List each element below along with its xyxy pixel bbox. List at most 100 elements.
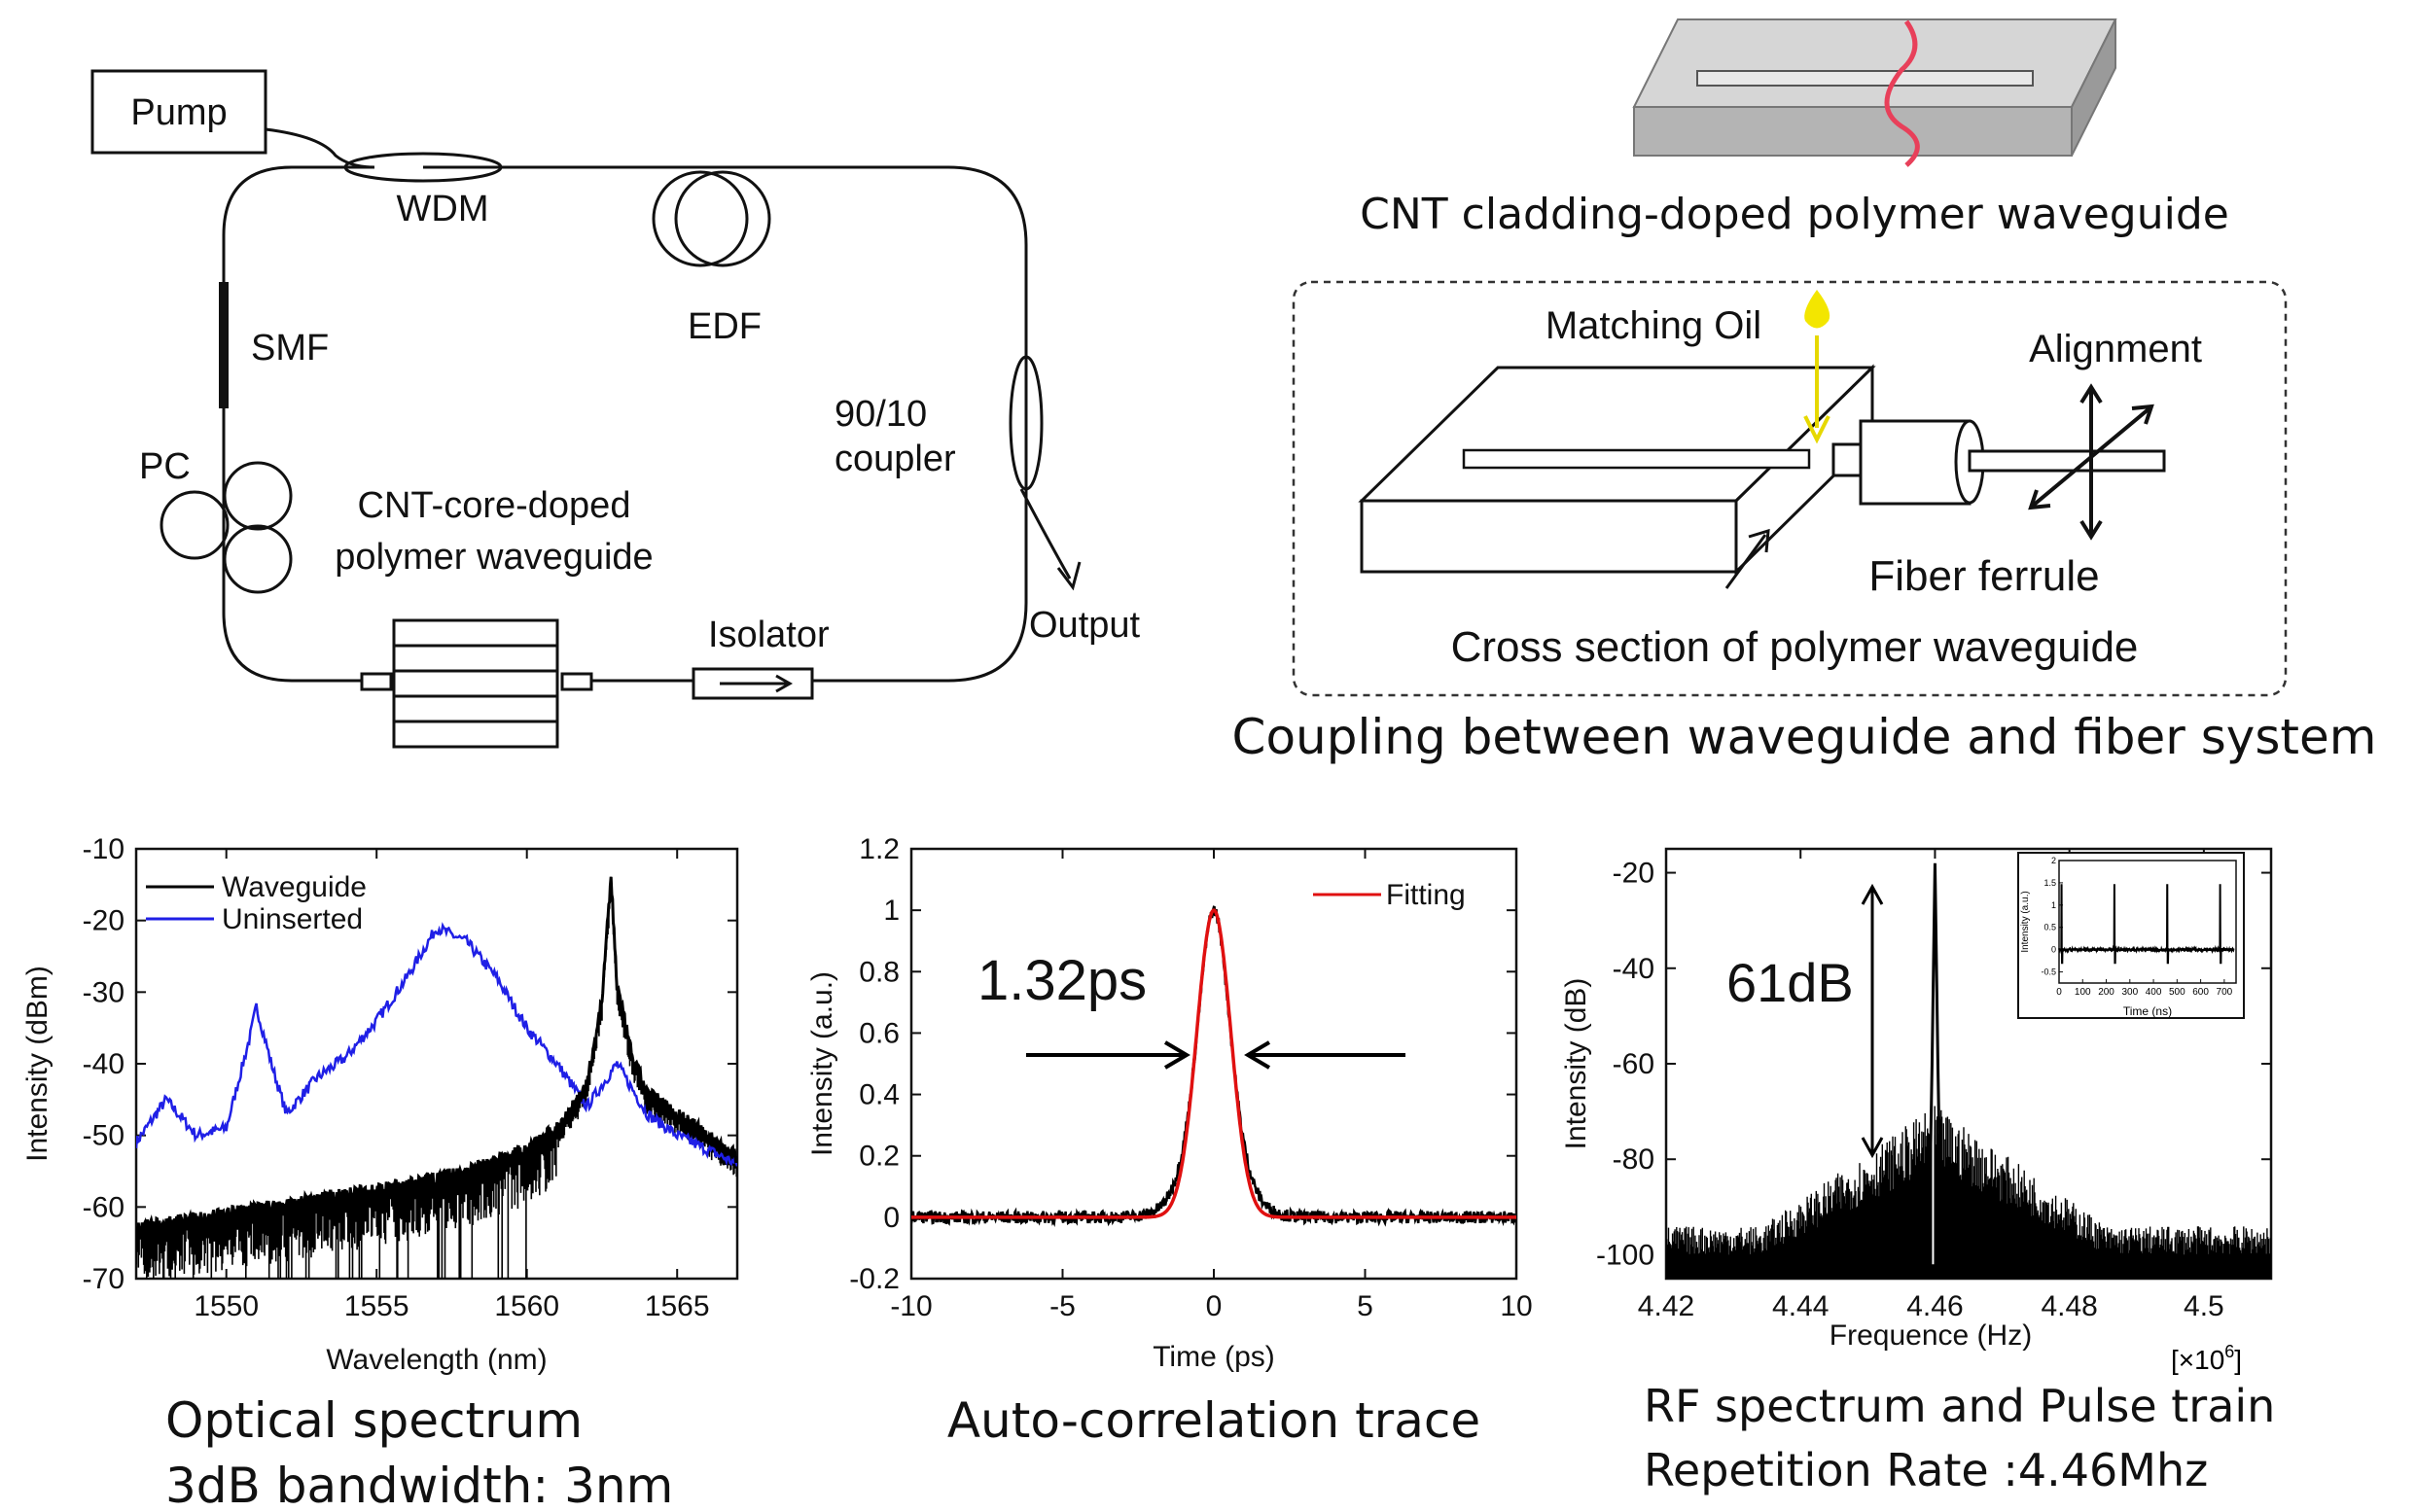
coupling-core-channel: [1462, 448, 1811, 470]
waveguide-label-line2: polymer waveguide: [335, 537, 653, 578]
legend-fitting: Fitting: [1386, 879, 1466, 911]
y-tick-label: 0.8: [859, 956, 900, 988]
x-tick-label: 5: [1357, 1290, 1373, 1322]
autocorrelation-caption: Auto-correlation trace: [947, 1392, 1480, 1449]
y-tick-label: -50: [83, 1120, 124, 1152]
coupling-labels: Matching Oil Alignment Fiber ferrule Cro…: [1451, 304, 2202, 671]
wdm-label: WDM: [397, 189, 489, 229]
legend: Waveguide Uninserted: [146, 871, 367, 935]
edf-coil-1: [652, 170, 749, 267]
y-axis-label: Intensity (dBm): [21, 966, 53, 1162]
waveguide-chip: [392, 618, 559, 749]
mode-profile-curve: [1884, 19, 1920, 167]
y-tick-label: -40: [1613, 953, 1654, 985]
x-tick-label: 4.42: [1638, 1290, 1694, 1322]
y-tick-label: -80: [1613, 1143, 1654, 1176]
inset-x-tick-label: 300: [2121, 987, 2138, 998]
x-tick-label: 10: [1500, 1290, 1532, 1322]
y-tick-label: 1.2: [859, 833, 900, 865]
x-tick-label: 4.46: [1906, 1290, 1963, 1322]
inset-x-tick-label: 500: [2169, 987, 2185, 998]
y-axis-label: Intensity (a.u.): [806, 971, 838, 1156]
laser-cavity-labels: Pump WDM EDF SMF PC 90/10 coupler Output…: [130, 92, 1140, 655]
fiber-ferrule-label: Fiber ferrule: [1868, 552, 2099, 600]
wdm-coupler: [343, 152, 503, 183]
x-tick-label: 1560: [494, 1290, 559, 1322]
rf-noise-floor: [1666, 1106, 2271, 1279]
dynamic-range-annotation: 61dB: [1726, 952, 1854, 1013]
output-coupler: [1009, 355, 1044, 491]
x-tick-label: 1555: [344, 1290, 409, 1322]
y-tick-label: 0: [883, 1202, 900, 1234]
x-tick-label: -10: [890, 1290, 932, 1322]
fiber-loop: [222, 165, 1028, 683]
output-lead: [1019, 488, 1072, 580]
x-multiplier-close: ]: [2234, 1345, 2242, 1375]
x-axis-label: Wavelength (nm): [326, 1344, 547, 1376]
x-tick-label: 1550: [194, 1290, 259, 1322]
pump-box: [90, 69, 267, 155]
coupling-caption: Coupling between waveguide and fiber sys…: [1232, 709, 2377, 765]
x-tick-label: 4.48: [2041, 1290, 2097, 1322]
fiber-rod: [1968, 449, 2166, 473]
pc-loop-2: [223, 461, 293, 531]
series-uninserted-line: [136, 922, 737, 1167]
inset-y-tick-label: 0.5: [2043, 923, 2056, 932]
optical-caption-line2: 3dB bandwidth: 3nm: [165, 1458, 673, 1512]
y-tick-label: 0.6: [859, 1017, 900, 1049]
coupler-label-line2: coupler: [835, 439, 956, 479]
y-tick-label: -60: [83, 1191, 124, 1223]
fwhm-annotation: 1.32ps: [977, 949, 1147, 1012]
series-fitting-line: [911, 908, 1516, 1219]
pump-lead: [265, 127, 375, 169]
y-tick-label: -60: [1613, 1048, 1654, 1080]
x-tick-label: -5: [1049, 1290, 1076, 1322]
inset-y-tick-label: -0.5: [2041, 967, 2056, 977]
output-label: Output: [1029, 605, 1141, 646]
legend: Fitting: [1313, 879, 1466, 911]
y-tick-label: 1: [883, 895, 900, 927]
waveguide-connector-left: [360, 672, 393, 691]
rf-caption-line1: RF spectrum and Pulse train: [1644, 1380, 2275, 1432]
pump-label: Pump: [130, 92, 227, 133]
isolator-label: Isolator: [708, 615, 830, 655]
x-tick-label: 0: [1206, 1290, 1223, 1322]
y-tick-label: -20: [1613, 858, 1654, 890]
inset-x-label: Time (ns): [2123, 1004, 2172, 1018]
fwhm-arrows: [1026, 1040, 1405, 1070]
y-tick-label: -0.2: [849, 1263, 900, 1295]
smf-label: SMF: [251, 328, 329, 369]
x-tick-label: 4.44: [1772, 1290, 1829, 1322]
y-tick-label: -20: [83, 905, 124, 937]
waveguide-label-line1: CNT-core-doped: [358, 485, 631, 526]
matching-oil-label: Matching Oil: [1546, 304, 1761, 347]
alignment-arrows-icon: [2028, 383, 2154, 541]
dynamic-range-arrow: [1861, 883, 1884, 1159]
inset-x-tick-label: 700: [2217, 987, 2233, 998]
oil-drop-icon: [1804, 290, 1830, 329]
output-arrowhead: [1056, 561, 1082, 591]
x-axis-label: Time (ps): [1153, 1341, 1275, 1373]
series-waveguide-line: [136, 876, 737, 1239]
x-axis-label: Frequence (Hz): [1830, 1319, 2032, 1352]
y-tick-label: -10: [83, 833, 124, 865]
x-multiplier: [×106]: [2171, 1342, 2242, 1375]
inset-y-tick-label: 1: [2051, 900, 2056, 910]
alignment-label: Alignment: [2029, 328, 2202, 370]
legend-uninserted: Uninserted: [222, 903, 363, 935]
edf-label: EDF: [688, 306, 762, 347]
pc-loop-3: [223, 524, 293, 594]
laser-cavity-diagram: [90, 69, 1082, 749]
cladding-core-channel: [1696, 70, 2034, 87]
x-multiplier-exponent: 6: [2224, 1342, 2234, 1361]
pulse-train-line: [2058, 884, 2235, 965]
inset-y-tick-label: 2: [2051, 856, 2056, 865]
inset-x-tick-label: 100: [2075, 987, 2091, 998]
inset-y-tick-label: 1.5: [2043, 878, 2056, 888]
cladding-caption: CNT cladding-doped polymer waveguide: [1360, 190, 2229, 239]
y-tick-label: -40: [83, 1048, 124, 1080]
inset-y-label: Intensity (a.u.): [2020, 891, 2031, 952]
